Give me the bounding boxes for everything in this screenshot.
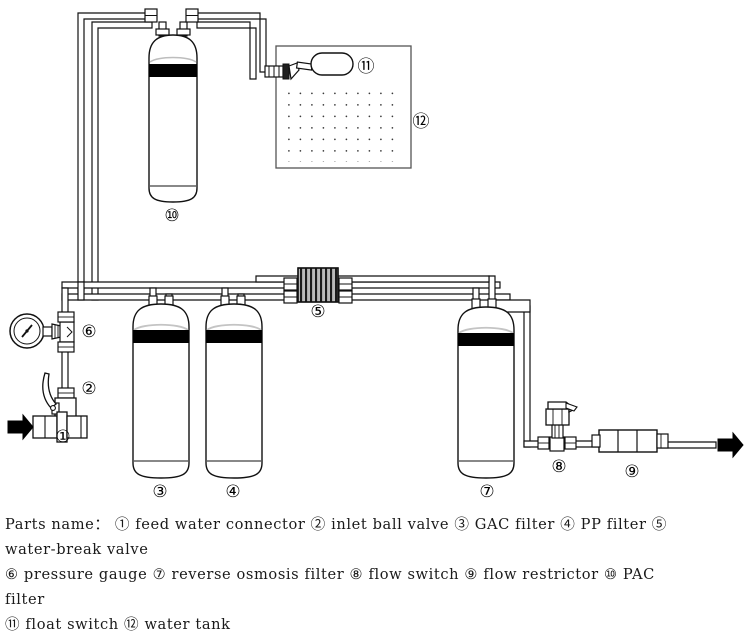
- callout-6: ⑥: [81, 322, 96, 342]
- callout-10: ⑩: [164, 206, 179, 226]
- outlet-arrow: [717, 431, 744, 459]
- pac-body: [148, 34, 198, 203]
- f3-band: [133, 330, 189, 343]
- float-body: [310, 52, 354, 76]
- pac-dome-seam: [149, 56, 197, 63]
- fr-inlet-fitting: [591, 434, 601, 448]
- legend-line-1: Parts name： ① feed water connector ② inl…: [5, 516, 667, 533]
- legend-line-2: water-break valve: [5, 541, 149, 558]
- reverse-osmosis-filter-7[interactable]: [457, 298, 515, 479]
- pac-port-right-collar: [176, 28, 191, 36]
- pipe-ro-to-flowswitch: [523, 305, 531, 448]
- wbv-body-outline: [297, 267, 339, 303]
- gauge-tee-arrowmark: [66, 326, 73, 338]
- pipe-ro-to-pac-riser: [196, 21, 257, 80]
- callout-12: ⑫: [413, 112, 430, 132]
- callout-2: ②: [81, 379, 96, 399]
- bv-handle: [42, 372, 57, 409]
- pp-filter-4[interactable]: [205, 295, 263, 479]
- pipe-manifold-lower: [61, 293, 297, 301]
- float-arm: [295, 61, 313, 71]
- gauge-hub: [25, 329, 29, 333]
- fs-neck: [551, 423, 564, 439]
- bv-handle-pivot: [50, 405, 56, 411]
- flow-switch-8[interactable]: [537, 401, 578, 452]
- wbv-body: [297, 267, 339, 303]
- legend-line-3: ⑥ pressure gauge ⑦ reverse osmosis filte…: [5, 566, 655, 583]
- callout-8: ⑧: [551, 457, 566, 477]
- pipe-manifold-upper: [61, 281, 297, 289]
- gac-filter-3[interactable]: [132, 295, 190, 479]
- f4-body: [205, 303, 263, 479]
- flow-restrictor-9[interactable]: [591, 429, 669, 453]
- fs-wire-lug: [565, 402, 578, 412]
- pipe-manifold-upper-right: [339, 281, 501, 289]
- fs-body: [545, 408, 570, 426]
- callout-5: ⑤: [310, 302, 325, 322]
- fr-body: [598, 429, 658, 453]
- legend-line-4: filter: [5, 591, 45, 608]
- tank-water-dots: [287, 90, 401, 162]
- gauge-stem: [42, 326, 53, 337]
- callout-9: ⑨: [624, 462, 639, 482]
- pipe-manifold-lower-right: [339, 293, 511, 301]
- f4-dome-seam: [206, 323, 262, 331]
- f7-body: [457, 306, 515, 479]
- fr-end-fitting: [656, 433, 669, 449]
- pipe-left-riser-outer: [77, 12, 153, 292]
- f3-body: [132, 303, 190, 479]
- callout-labels: ① ② ③ ④ ⑤ ⑥ ⑦ ⑧ ⑨ ⑩ ⑪ ⑫: [55, 57, 639, 502]
- legend-line-5: ⑪ float switch ⑫ water tank: [5, 616, 231, 633]
- f4-band: [206, 330, 262, 343]
- callout-4: ④: [225, 482, 240, 502]
- callout-3: ③: [152, 482, 167, 502]
- fwc-barrel-right: [66, 415, 88, 439]
- callout-1: ①: [55, 427, 70, 447]
- f3-dome-seam: [133, 323, 189, 331]
- fs-tee: [549, 436, 565, 452]
- pressure-gauge-6[interactable]: [9, 311, 75, 353]
- callout-7: ⑦: [479, 482, 494, 502]
- pac-filter-10[interactable]: [144, 8, 199, 203]
- float-switch-11[interactable]: [264, 52, 354, 81]
- pac-band: [149, 64, 197, 77]
- f7-band: [458, 333, 514, 346]
- float-bulkhead-nut: [282, 63, 290, 80]
- callout-11: ⑪: [358, 57, 375, 77]
- parts-name-legend: Parts name： ① feed water connector ② inl…: [5, 512, 747, 637]
- pipe-manifold-to-riser: [77, 281, 85, 301]
- pipe-left-riser-inner: [91, 21, 153, 301]
- inlet-arrow: [7, 413, 34, 441]
- pac-port-left-collar: [155, 28, 170, 36]
- f7-dome-seam: [458, 326, 514, 334]
- water-break-valve-5[interactable]: [283, 267, 353, 304]
- feed-water-connector-1[interactable]: [32, 411, 88, 443]
